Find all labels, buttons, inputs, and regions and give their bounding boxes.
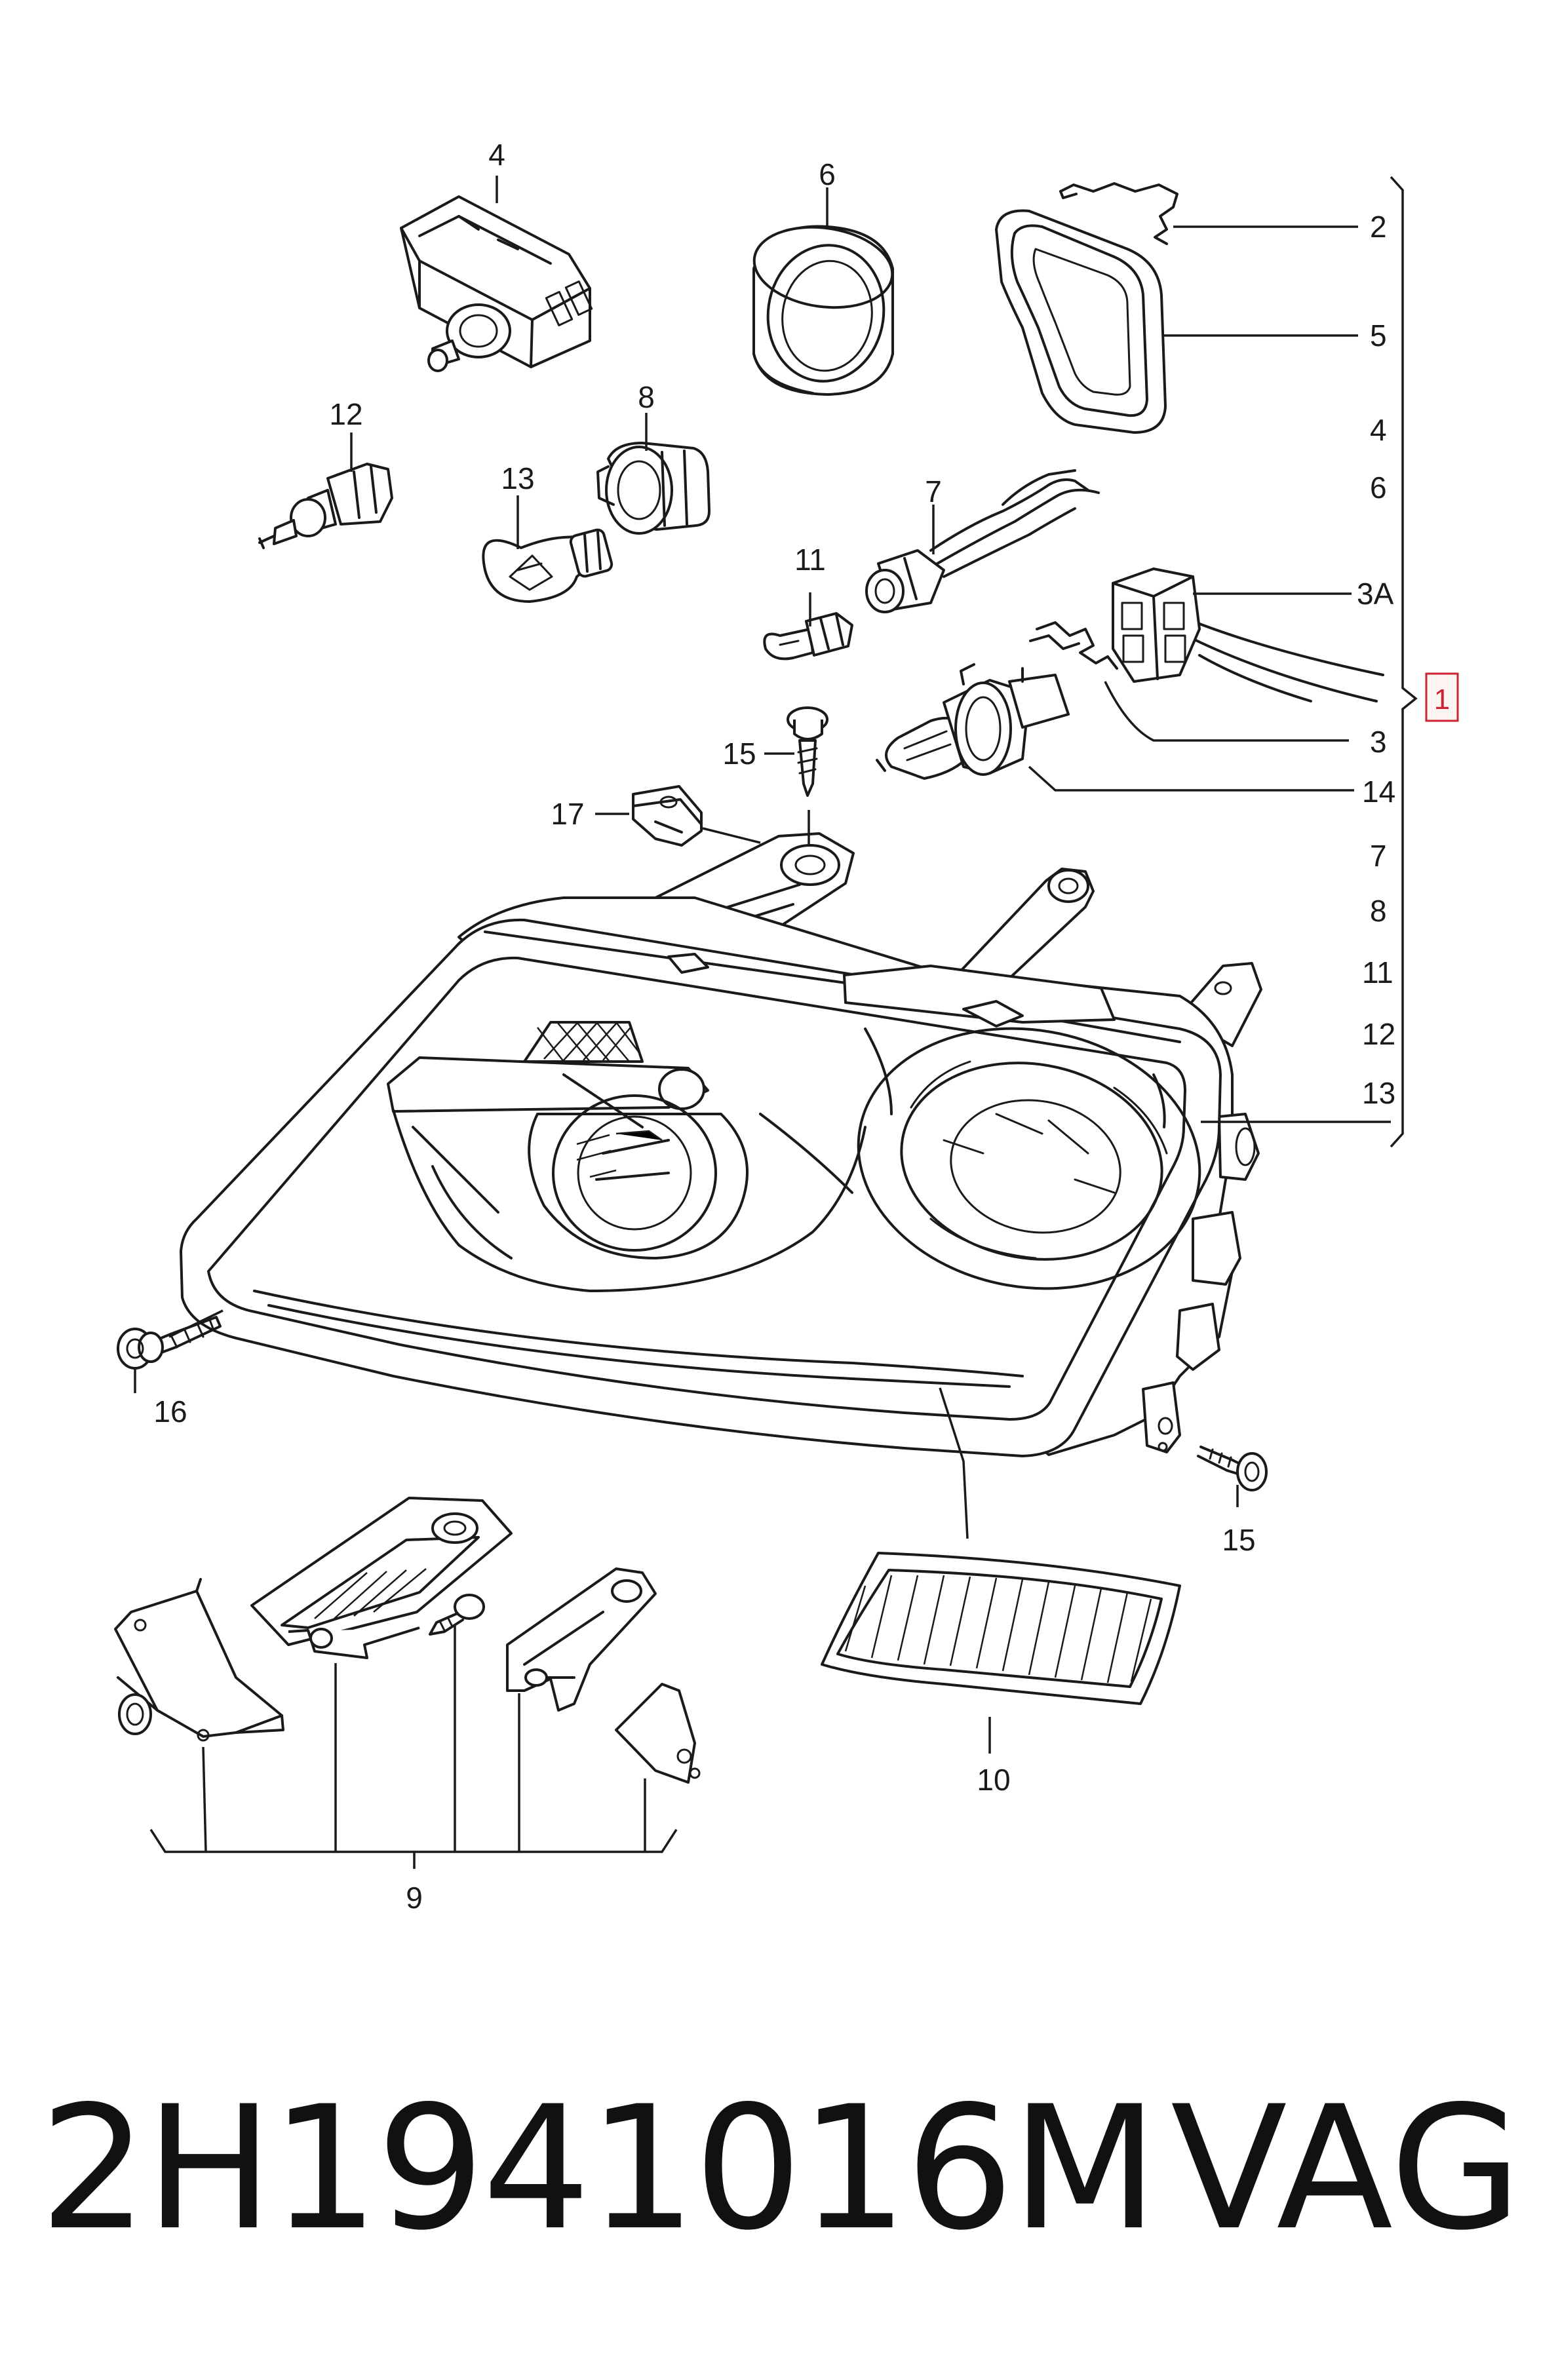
callout-6-list: 6 (1370, 470, 1387, 505)
callout-16: 16 (153, 1394, 187, 1429)
callout-9: 9 (406, 1881, 423, 1915)
callout-12-list: 12 (1362, 1017, 1395, 1051)
part-3-wire-clip (1029, 621, 1118, 670)
part-4-leveling-motor (400, 195, 593, 372)
part-12-bulb-holder (258, 463, 393, 549)
callout-14: 14 (1362, 775, 1395, 809)
callout-4-list: 4 (1370, 413, 1387, 447)
brand-name: VAG (1171, 2070, 1522, 2268)
callout-13: 13 (501, 461, 534, 495)
part-number: 2H1941016M (39, 2070, 1158, 2268)
part-6-rubber-cap (752, 225, 894, 396)
assembly-bracket (1390, 176, 1418, 1148)
callout-8: 8 (638, 380, 655, 414)
callout-6-top: 6 (819, 157, 836, 191)
callout-15-top: 15 (722, 737, 756, 771)
callout-4-top: 4 (488, 138, 505, 172)
part-9-repair-kit (114, 1497, 701, 1784)
callout-3: 3 (1370, 725, 1387, 759)
callout-11-list: 11 (1362, 955, 1393, 989)
part-16-screw-left (117, 1316, 222, 1370)
callout-15-right: 15 (1222, 1523, 1255, 1557)
callout-5: 5 (1370, 318, 1387, 353)
callout-7-list: 7 (1370, 839, 1387, 873)
callout-17: 17 (551, 797, 584, 831)
callout-2: 2 (1370, 210, 1387, 244)
part-3a-connector (1112, 567, 1384, 702)
part-5-gasket (995, 209, 1167, 434)
part-11-wedge-bulb (763, 612, 853, 661)
headlight-housing (180, 832, 1262, 1457)
part-14-halogen-bulb (876, 663, 1070, 780)
leader-lines (134, 176, 1391, 1869)
part-2-spring-clip (1059, 182, 1178, 245)
assembly-label-box (1425, 672, 1459, 722)
part-15-screw-right (1142, 1381, 1268, 1491)
part-13-signal-bulb (482, 528, 613, 603)
part-17-clip-nut (632, 785, 703, 847)
callout-1: 1 (1434, 683, 1450, 716)
callout-7: 7 (925, 474, 942, 509)
part-8-bulb-socket (596, 442, 711, 535)
part-10-lens (821, 1552, 1181, 1705)
callout-10: 10 (977, 1763, 1010, 1797)
callout-8-list: 8 (1370, 894, 1387, 928)
part-7-wire-connector (865, 469, 1100, 613)
part-15-screw-top (787, 706, 828, 797)
callout-13-list: 13 (1362, 1076, 1395, 1110)
callout-12: 12 (329, 397, 362, 431)
callout-3a: 3A (1357, 577, 1394, 611)
callout-11: 11 (794, 543, 826, 577)
callout-labels: 4 6 2 5 4 6 3A 1 3 14 7 8 11 12 13 12 8 … (153, 138, 1450, 1915)
